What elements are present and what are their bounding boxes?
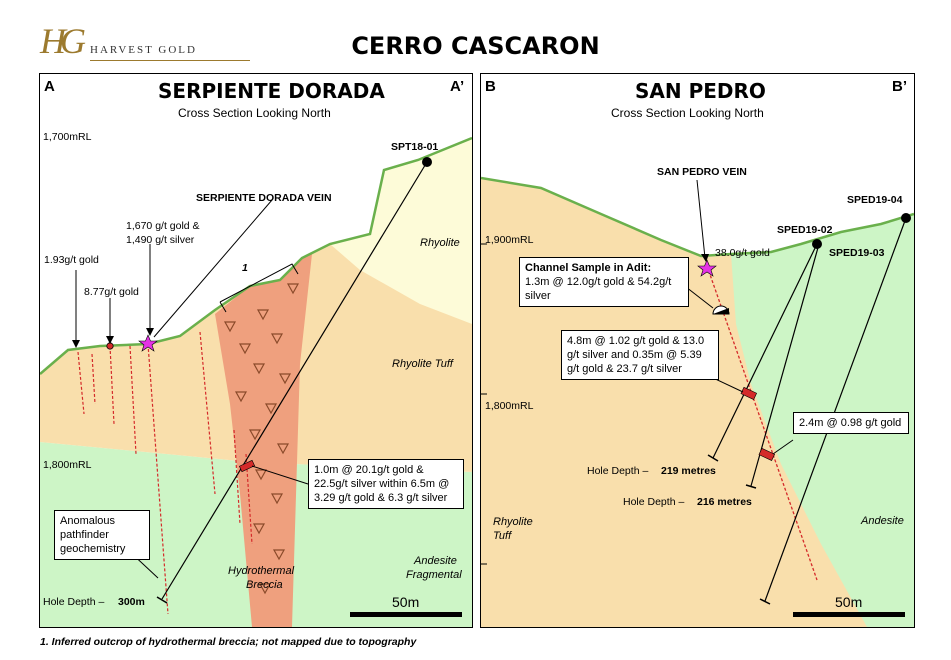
channel-box-title: Channel Sample in Adit: (525, 262, 652, 274)
unit-label-andesite: Andesite (861, 515, 904, 527)
intercept-marker-2 (758, 447, 776, 461)
rhyolite-zone (330, 138, 472, 324)
scale-bar (793, 612, 905, 617)
topography-line (481, 176, 914, 258)
drillhole-sped19-03 (750, 243, 820, 487)
anomalous-callout: Anomalous pathfinder geochemistry (54, 510, 150, 560)
unit-label-rhyolite-tuff: Rhyolite Tuff (392, 358, 453, 370)
rl-label-1800: 1,800mRL (485, 400, 534, 412)
corner-label-b-prime: B’ (892, 78, 907, 95)
harvest-gold-logo: HG HARVEST GOLD (40, 18, 250, 68)
intercept-callout-2: 2.4m @ 0.98 g/t gold (793, 412, 909, 434)
drillhole-label: SPT18-01 (391, 141, 439, 153)
unit-label-rhyolite-tuff-line2: Tuff (493, 530, 512, 542)
intercept-callout: 1.0m @ 20.1g/t gold & 22.5g/t silver wit… (308, 459, 464, 509)
drillhole-sped19-02 (712, 243, 818, 459)
unit-label-andesite-line2: Fragmental (406, 569, 462, 581)
drillhole-spt18-01 (161, 161, 428, 600)
logo-mark: HG (40, 21, 86, 61)
vein-label: SAN PEDRO VEIN (657, 166, 747, 178)
intercept-marker (238, 459, 256, 473)
intercept-callout-1: 4.8m @ 1.02 g/t gold & 13.0 g/t silver a… (561, 330, 719, 380)
hole-depth-prefix-2: Hole Depth – (623, 496, 685, 508)
scale-bar (350, 612, 462, 617)
sample-star (138, 334, 158, 352)
unit-label-andesite-line1: Andesite (414, 555, 457, 567)
vein-label: SERPIENTE DORADA VEIN (196, 192, 332, 204)
rl-label-1900: 1,900mRL (485, 234, 534, 246)
drillhole-label-sped19-02: SPED19-02 (777, 224, 833, 236)
page-title: CERRO CASCARON (351, 32, 600, 60)
section-title: SAN PEDRO (635, 79, 766, 103)
section-subtitle: Cross Section Looking North (611, 106, 764, 120)
sample-star (697, 259, 717, 277)
san-pedro-vein-trace (706, 265, 818, 581)
scale-label: 50m (835, 594, 863, 610)
rl-label-1700: 1,700mRL (43, 131, 92, 143)
unit-label-breccia-line2: Breccia (246, 579, 283, 591)
panel-san-pedro: B B’ SAN PEDRO Cross Section Looking Nor… (480, 73, 915, 628)
unit-label-breccia-line1: Hydrothermal (228, 565, 295, 577)
corner-label-a-prime: A’ (450, 78, 465, 95)
drillhole-label-sped19-04: SPED19-04 (847, 194, 903, 206)
drillhole-sped19-04 (764, 217, 907, 602)
collar-sped19-02 (812, 239, 822, 249)
unit-label-rhyolite-tuff-line1: Rhyolite (493, 516, 533, 528)
section-a-canvas (40, 136, 472, 627)
hole-depth-value-1: 219 metres (661, 465, 716, 477)
sample-label-3-line1: 1,670 g/t gold & (126, 220, 200, 232)
logo-rule (90, 60, 250, 61)
corner-label-b: B (485, 78, 496, 95)
sample-label-1: 1.93g/t gold (44, 254, 99, 266)
rl-ticks (481, 243, 487, 565)
footnote: 1. Inferred outcrop of hydrothermal brec… (40, 636, 417, 648)
panel-serpiente-dorada: A A’ SERPIENTE DORADA Cross Section Look… (39, 73, 473, 628)
collar-spt18-01 (422, 157, 432, 167)
channel-box-body: 1.3m @ 12.0g/t gold & 54.2g/t silver (525, 276, 672, 302)
arrow-heads (72, 328, 154, 348)
drillhole-label-sped19-03: SPED19-03 (829, 247, 885, 259)
section-subtitle: Cross Section Looking North (178, 106, 331, 120)
section-title: SERPIENTE DORADA (158, 79, 385, 103)
hole-depth-prefix-1: Hole Depth – (587, 465, 649, 477)
breccia-zone (215, 254, 312, 627)
vein-sample-label: 38.0g/t gold (715, 247, 770, 259)
channel-sample-callout: Channel Sample in Adit: 1.3m @ 12.0g/t g… (519, 257, 689, 307)
unit-label-rhyolite: Rhyolite (420, 237, 460, 249)
corner-label-a: A (44, 78, 55, 95)
hole-depth-value: 300m (118, 596, 145, 608)
sample-label-2: 8.77g/t gold (84, 286, 139, 298)
sample-label-3-line2: 1,490 g/t silver (126, 234, 195, 246)
inferred-marker: 1 (242, 262, 248, 274)
collar-sped19-04 (901, 213, 911, 223)
hole-end-ticks (707, 454, 771, 605)
logo-text: HARVEST GOLD (90, 44, 197, 56)
hole-depth-prefix: Hole Depth – (43, 596, 105, 608)
hole-depth-value-2: 216 metres (697, 496, 752, 508)
scale-label: 50m (392, 594, 420, 610)
breccia-clasts (223, 283, 300, 595)
rl-label-1800: 1,800mRL (43, 459, 92, 471)
intercept-marker-1 (740, 386, 758, 400)
